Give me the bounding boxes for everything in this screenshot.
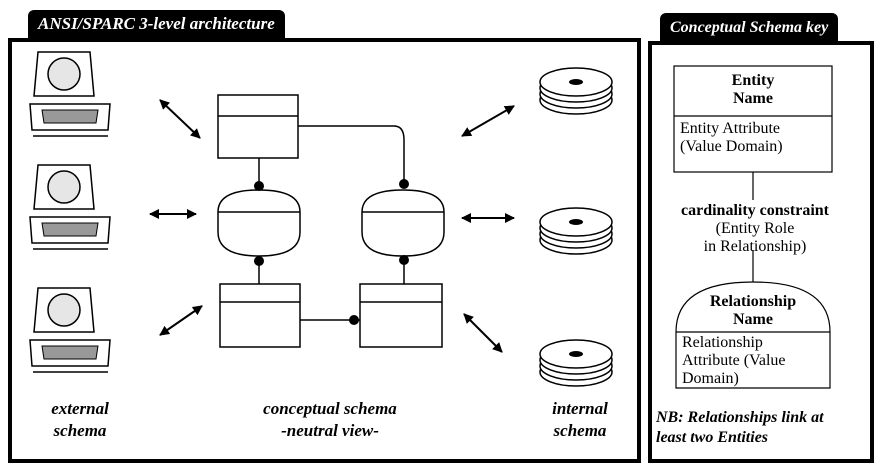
conceptual-schema-diagram [217, 94, 445, 348]
key-relationship-name-line2: Name [733, 311, 773, 328]
key-cardinality-detail-line2: in Relationship) [703, 238, 807, 255]
key-cardinality: cardinality constraint (Entity Role in R… [655, 202, 855, 256]
external-schema-label-line2: schema [53, 421, 107, 440]
arrow-icon [159, 305, 203, 336]
key-note: NB: Relationships link at least two Enti… [656, 408, 824, 448]
entity-box [219, 283, 301, 348]
key-entity-attribute-line2: (Value Domain) [680, 138, 783, 155]
left-panel-title: ANSI/SPARC 3-level architecture [38, 14, 275, 33]
key-relationship-shape [675, 281, 831, 389]
arrow-icon [159, 99, 201, 139]
key-entity-name: Entity Name [674, 72, 832, 108]
key-entity-box [673, 65, 833, 173]
terminal-icon-top [29, 51, 111, 137]
key-note-line1: NB: Relationships link at [656, 409, 824, 426]
key-entity-name-line1: Entity [731, 72, 775, 89]
left-panel-title-tab: ANSI/SPARC 3-level architecture [28, 10, 285, 38]
key-relationship-name: Relationship Name [676, 293, 830, 329]
external-schema-label: external schema [20, 398, 140, 442]
key-entity-name-line2: Name [733, 90, 773, 107]
relationship-shape [361, 189, 445, 257]
conceptual-schema-label-line1: conceptual schema [263, 399, 397, 418]
internal-schema-label-line2: schema [553, 421, 607, 440]
key-entity-attribute: Entity Attribute (Value Domain) [680, 120, 783, 156]
right-panel-title-tab: Conceptual Schema key [660, 13, 839, 43]
disk-icon-middle [539, 207, 613, 255]
terminal-icon-bottom [29, 287, 111, 373]
mapping-arrows [149, 99, 515, 353]
arrow-icon [461, 105, 515, 137]
key-relationship-attribute-line3: Domain) [682, 370, 739, 387]
conceptual-schema-label-line2: -neutral view- [281, 421, 379, 440]
conceptual-schema-label: conceptual schema -neutral view- [230, 398, 430, 442]
internal-schema-label-line1: internal [552, 399, 608, 418]
arrow-icon [463, 313, 503, 353]
entity-box [359, 283, 443, 348]
key-diagram [673, 65, 833, 389]
key-relationship-attribute-line2: Attribute (Value [682, 352, 786, 369]
key-cardinality-detail-line1: (Entity Role [715, 220, 795, 237]
internal-schema-label: internal schema [520, 398, 640, 442]
key-note-line2: least two Entities [656, 429, 769, 446]
key-entity-attribute-line1: Entity Attribute [680, 120, 780, 137]
key-relationship-name-line1: Relationship [709, 293, 797, 310]
external-schema-label-line1: external [51, 399, 109, 418]
architecture-diagram [29, 51, 833, 389]
right-panel-title: Conceptual Schema key [670, 19, 829, 36]
key-cardinality-title: cardinality constraint [681, 202, 829, 219]
key-relationship-attribute: Relationship Attribute (Value Domain) [682, 334, 786, 388]
relationship-shape [217, 189, 301, 257]
disk-icon-top [539, 67, 613, 115]
disk-icon-bottom [539, 339, 613, 387]
terminal-icon-middle [29, 164, 111, 250]
entity-box [217, 94, 299, 159]
key-relationship-attribute-line1: Relationship [682, 334, 763, 351]
cardinality-dots [254, 179, 409, 325]
